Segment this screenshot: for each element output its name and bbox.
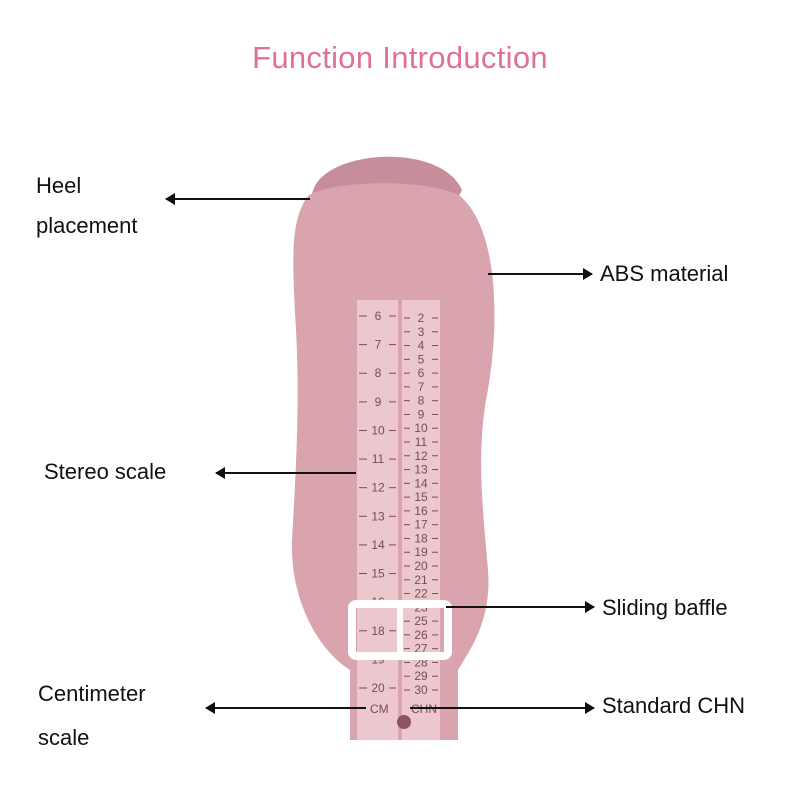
- page-title: Function Introduction: [252, 40, 548, 75]
- stereo-scale-label: Stereo scale: [44, 459, 167, 484]
- chn-scale-label: 26: [414, 628, 428, 642]
- centimeter-arrow: [205, 702, 366, 714]
- chn-scale-label: 4: [418, 339, 425, 353]
- chn-scale-label: 30: [414, 683, 428, 697]
- chn-scale-label: 8: [418, 394, 425, 408]
- chn-scale-label: 5: [418, 352, 425, 366]
- baffle-arrow: [446, 601, 595, 613]
- chn-scale-label: 6: [418, 366, 425, 380]
- cm-scale-label: 15: [371, 567, 385, 581]
- cm-scale-label: 20: [371, 681, 385, 695]
- heel-arrow: [165, 193, 310, 205]
- chn-scale-label: 22: [414, 587, 428, 601]
- sliding-baffle-label: Sliding baffle: [602, 595, 728, 620]
- chn-scale-label: 10: [414, 421, 428, 435]
- chn-scale-label: 25: [414, 614, 428, 628]
- hanging-hole: [397, 715, 411, 729]
- abs-arrow: [488, 268, 593, 280]
- cm-scale-label: 6: [375, 309, 382, 323]
- cm-scale-label: 18: [371, 624, 385, 638]
- chn-scale-label: 15: [414, 490, 428, 504]
- chn-scale-label: 20: [414, 559, 428, 573]
- cm-unit-label: CM: [370, 702, 389, 716]
- chn-arrow: [410, 702, 595, 714]
- chn-scale-label: 9: [418, 407, 425, 421]
- sliding-baffle: [348, 600, 452, 660]
- chn-scale-label: 12: [414, 449, 428, 463]
- chn-scale-label: 18: [414, 531, 428, 545]
- chn-scale-label: 21: [414, 573, 428, 587]
- chn-scale-label: 2: [418, 311, 425, 325]
- chn-scale-label: 11: [415, 435, 428, 449]
- cm-scale-label: 8: [375, 366, 382, 380]
- chn-scale-label: 29: [414, 669, 428, 683]
- standard-chn-label: Standard CHN: [602, 693, 746, 718]
- cm-scale-label: 9: [375, 395, 382, 409]
- chn-scale-label: 7: [418, 380, 425, 394]
- chn-scale-label: 13: [414, 463, 428, 477]
- cm-scale-label: 10: [371, 423, 385, 437]
- stereo-arrow: [215, 467, 356, 479]
- chn-scale-label: 19: [414, 545, 428, 559]
- abs-material-label: ABS material: [600, 261, 729, 286]
- chn-scale-label: 16: [414, 504, 428, 518]
- cm-scale-label: 11: [372, 452, 385, 466]
- chn-scale-label: 3: [418, 325, 425, 339]
- chn-unit-label: CHN: [411, 702, 437, 716]
- chn-scale-label: 14: [414, 476, 428, 490]
- cm-scale-label: 7: [375, 338, 382, 352]
- cm-scale-label: 14: [371, 538, 385, 552]
- cm-scale-label: 12: [371, 481, 385, 495]
- chn-scale-label: 17: [414, 518, 428, 532]
- cm-scale-label: 13: [371, 509, 385, 523]
